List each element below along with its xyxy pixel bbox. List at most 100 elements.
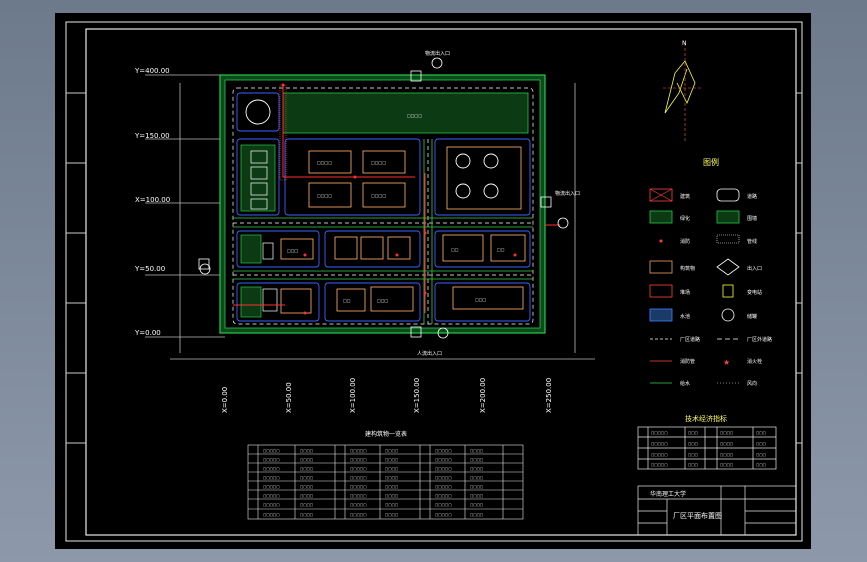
svg-text:□□□□: □□□□: [720, 463, 733, 467]
coord-label-y: Y=400.00: [134, 67, 170, 75]
svg-text:□□□□□: □□□□□: [435, 485, 452, 489]
legend-label: 消防管: [680, 358, 695, 365]
svg-text:□□: □□: [451, 247, 459, 252]
fire-hydrants: [281, 83, 517, 315]
svg-text:□□□□□: □□□□□: [651, 431, 668, 435]
svg-text:□□□□: □□□□: [300, 513, 313, 517]
svg-text:□□□□: □□□□: [720, 442, 733, 446]
coord-label-x: X=150.00: [413, 378, 421, 413]
site-plan-drawing: Y=400.00 Y=150.00 X=100.00 Y=50.00 Y=0.0…: [65, 21, 803, 542]
coord-label-y: X=100.00: [135, 196, 170, 204]
svg-text:□□□□: □□□□: [385, 513, 398, 517]
svg-text:□□□□□: □□□□□: [263, 503, 280, 507]
coord-label-x: X=0.00: [221, 387, 229, 413]
svg-text:□□□□□: □□□□□: [350, 449, 367, 453]
svg-text:□□□□: □□□□: [300, 476, 313, 480]
svg-text:□□□□: □□□□: [407, 113, 422, 118]
svg-text:□□□□□: □□□□□: [350, 467, 367, 471]
svg-text:□□□□: □□□□: [470, 458, 483, 462]
svg-text:□□□□□: □□□□□: [350, 458, 367, 462]
svg-text:□□□□□: □□□□□: [263, 467, 280, 471]
svg-text:□□□□: □□□□: [720, 431, 733, 435]
coord-label-x: X=200.00: [479, 378, 487, 413]
legend-label: 出入口: [747, 265, 762, 272]
svg-text:□□: □□: [343, 298, 351, 303]
north-label: N: [682, 40, 687, 47]
svg-text:□□□□□: □□□□□: [435, 503, 452, 507]
svg-text:□□□□□: □□□□□: [263, 513, 280, 517]
svg-text:□□□□: □□□□: [300, 494, 313, 498]
svg-text:□□□□: □□□□: [720, 453, 733, 457]
svg-text:□□□□: □□□□: [470, 494, 483, 498]
coord-label-x: X=50.00: [285, 382, 293, 413]
svg-text:□□□□: □□□□: [371, 160, 386, 165]
coord-label-y: Y=50.00: [134, 265, 165, 273]
coord-label-y: Y=0.00: [134, 329, 161, 337]
outer-frame: [65, 21, 803, 542]
svg-text:□□□□□: □□□□□: [651, 453, 668, 457]
tech-table: [637, 426, 777, 470]
svg-text:□□□□□: □□□□□: [435, 458, 452, 462]
svg-text:□□□□: □□□□: [317, 193, 332, 198]
svg-text:□□□: □□□: [688, 453, 698, 457]
svg-text:□□□□□: □□□□□: [435, 467, 452, 471]
gate-label: 物流出入口: [425, 50, 450, 57]
legend-label: 建筑: [680, 193, 690, 200]
svg-text:□□□: □□□: [756, 442, 766, 446]
plant-site: □□□□□□□□ □□□□□□□□ □□□□□ □□□□□ □□□□□ □□□□: [219, 74, 560, 334]
svg-text:□□□□: □□□□: [470, 449, 483, 453]
legend-label: 储罐: [747, 313, 757, 320]
svg-text:□□□: □□□: [287, 248, 299, 253]
gate-label: 人流出入口: [417, 350, 442, 357]
svg-text:□□□: □□□: [756, 463, 766, 467]
legend-label: 堆场: [680, 289, 690, 296]
svg-text:□□□: □□□: [688, 431, 698, 435]
cad-viewport[interactable]: Y=400.00 Y=150.00 X=100.00 Y=50.00 Y=0.0…: [55, 13, 811, 549]
svg-text:□□□□□: □□□□□: [350, 513, 367, 517]
svg-text:□□□□□: □□□□□: [651, 442, 668, 446]
struct-table: [247, 444, 524, 520]
coord-label-y: Y=150.00: [134, 132, 170, 140]
legend-label: 厂区外道路: [747, 336, 772, 343]
grid-lines: [145, 74, 595, 360]
svg-text:□□□□: □□□□: [317, 160, 332, 165]
svg-text:□□□□: □□□□: [470, 467, 483, 471]
svg-text:□□□□□: □□□□□: [350, 476, 367, 480]
svg-text:□□□□: □□□□: [385, 503, 398, 507]
svg-text:□□□□□: □□□□□: [263, 494, 280, 498]
svg-text:□□□: □□□: [688, 463, 698, 467]
svg-text:□□□□: □□□□: [385, 458, 398, 462]
svg-text:□□□□□: □□□□□: [350, 494, 367, 498]
tech-table-title: 技术经济指标: [685, 414, 727, 423]
legend-label: 构筑物: [680, 265, 695, 272]
legend-label: 变电站: [747, 289, 762, 296]
svg-text:□□□□□: □□□□□: [350, 485, 367, 489]
coord-label-x: X=100.00: [349, 378, 357, 413]
drawing-title: 厂区平面布置图: [673, 511, 722, 520]
svg-text:□□□□□: □□□□□: [263, 485, 280, 489]
legend-label: 管线: [747, 238, 757, 245]
svg-text:□□□□: □□□□: [300, 467, 313, 471]
legend-label: 消防: [680, 238, 690, 245]
svg-text:□□□□□: □□□□□: [651, 463, 668, 467]
legend-label: 给水: [680, 380, 690, 387]
svg-text:□□□: □□□: [756, 431, 766, 435]
svg-text:□□□: □□□: [688, 442, 698, 446]
svg-text:□□□□□: □□□□□: [263, 476, 280, 480]
svg-text:□□□□: □□□□: [300, 458, 313, 462]
svg-text:□□□□: □□□□: [470, 485, 483, 489]
svg-text:□□□□□: □□□□□: [435, 476, 452, 480]
svg-text:□□□□: □□□□: [300, 485, 313, 489]
svg-text:□□□□: □□□□: [385, 449, 398, 453]
svg-text:□□□□□: □□□□□: [435, 513, 452, 517]
svg-text:□□□□: □□□□: [470, 476, 483, 480]
legend-label: 消火栓: [747, 358, 762, 365]
svg-text:□□□: □□□: [377, 298, 389, 303]
legend-label: 道路: [747, 193, 757, 200]
svg-text:□□□□: □□□□: [470, 503, 483, 507]
legend-title: 图例: [703, 157, 719, 167]
svg-text:□□□□□: □□□□□: [263, 458, 280, 462]
svg-text:□□□□: □□□□: [385, 467, 398, 471]
legend-label: 风向: [747, 380, 757, 387]
svg-text:□□□□: □□□□: [385, 476, 398, 480]
